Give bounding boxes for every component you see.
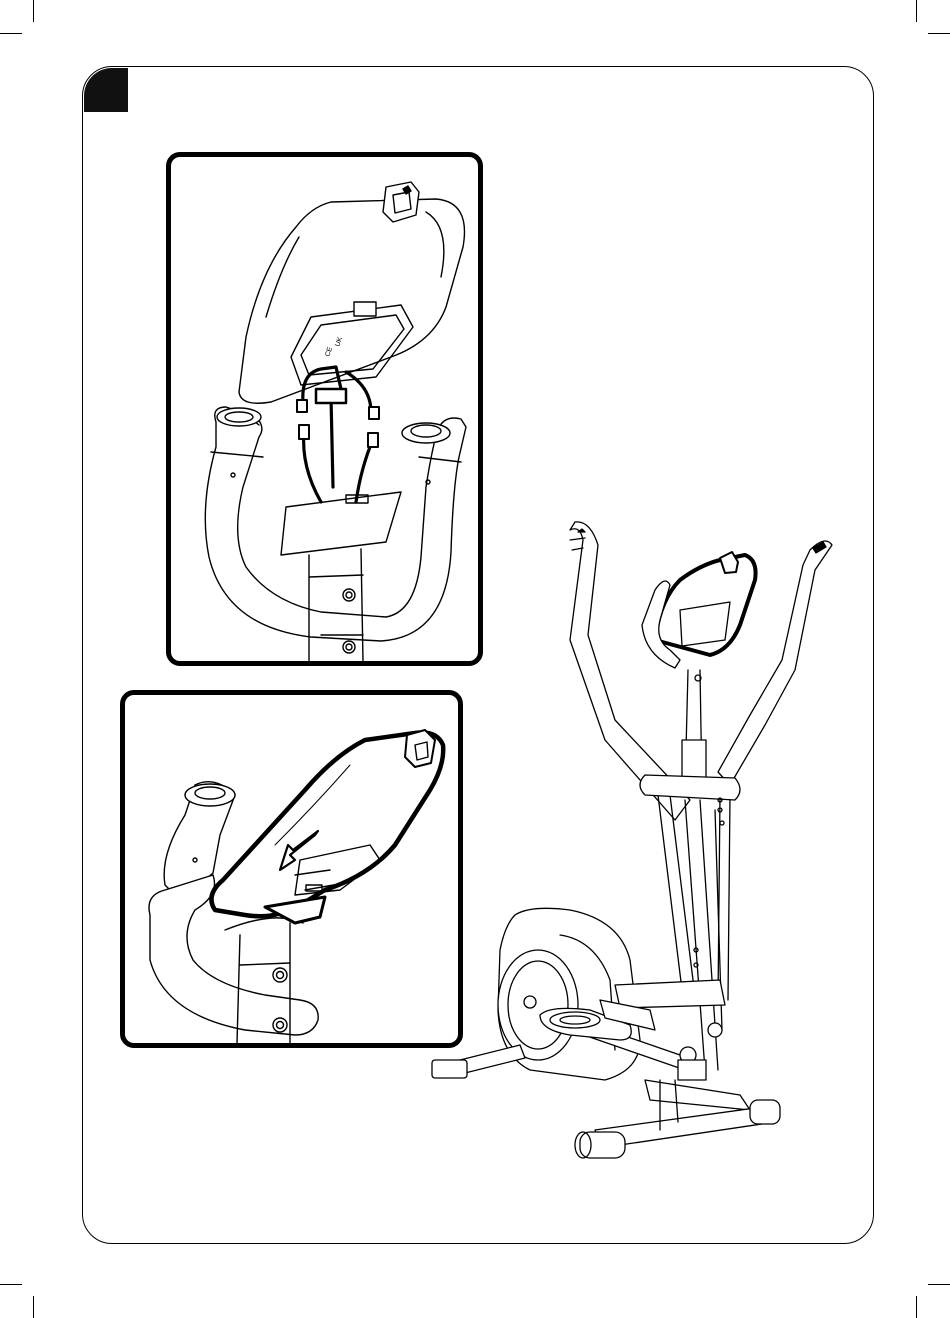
crop-mark-bottom-right-v xyxy=(916,1296,917,1318)
crop-mark-bottom-left-v xyxy=(33,1296,34,1318)
crop-mark-bottom-right-h xyxy=(928,1284,950,1285)
cable-connector-icon xyxy=(316,389,346,403)
crop-mark-bottom-left-h xyxy=(0,1284,22,1285)
detail-panel-slide xyxy=(120,690,463,1048)
elliptical-trainer-illustration xyxy=(420,510,860,1190)
crop-mark-top-left-h xyxy=(0,33,22,34)
crop-mark-top-right-v xyxy=(916,0,917,22)
crop-mark-top-left-v xyxy=(33,0,34,22)
crop-mark-top-right-h xyxy=(928,33,950,34)
console-slide-illustration xyxy=(125,695,458,1043)
